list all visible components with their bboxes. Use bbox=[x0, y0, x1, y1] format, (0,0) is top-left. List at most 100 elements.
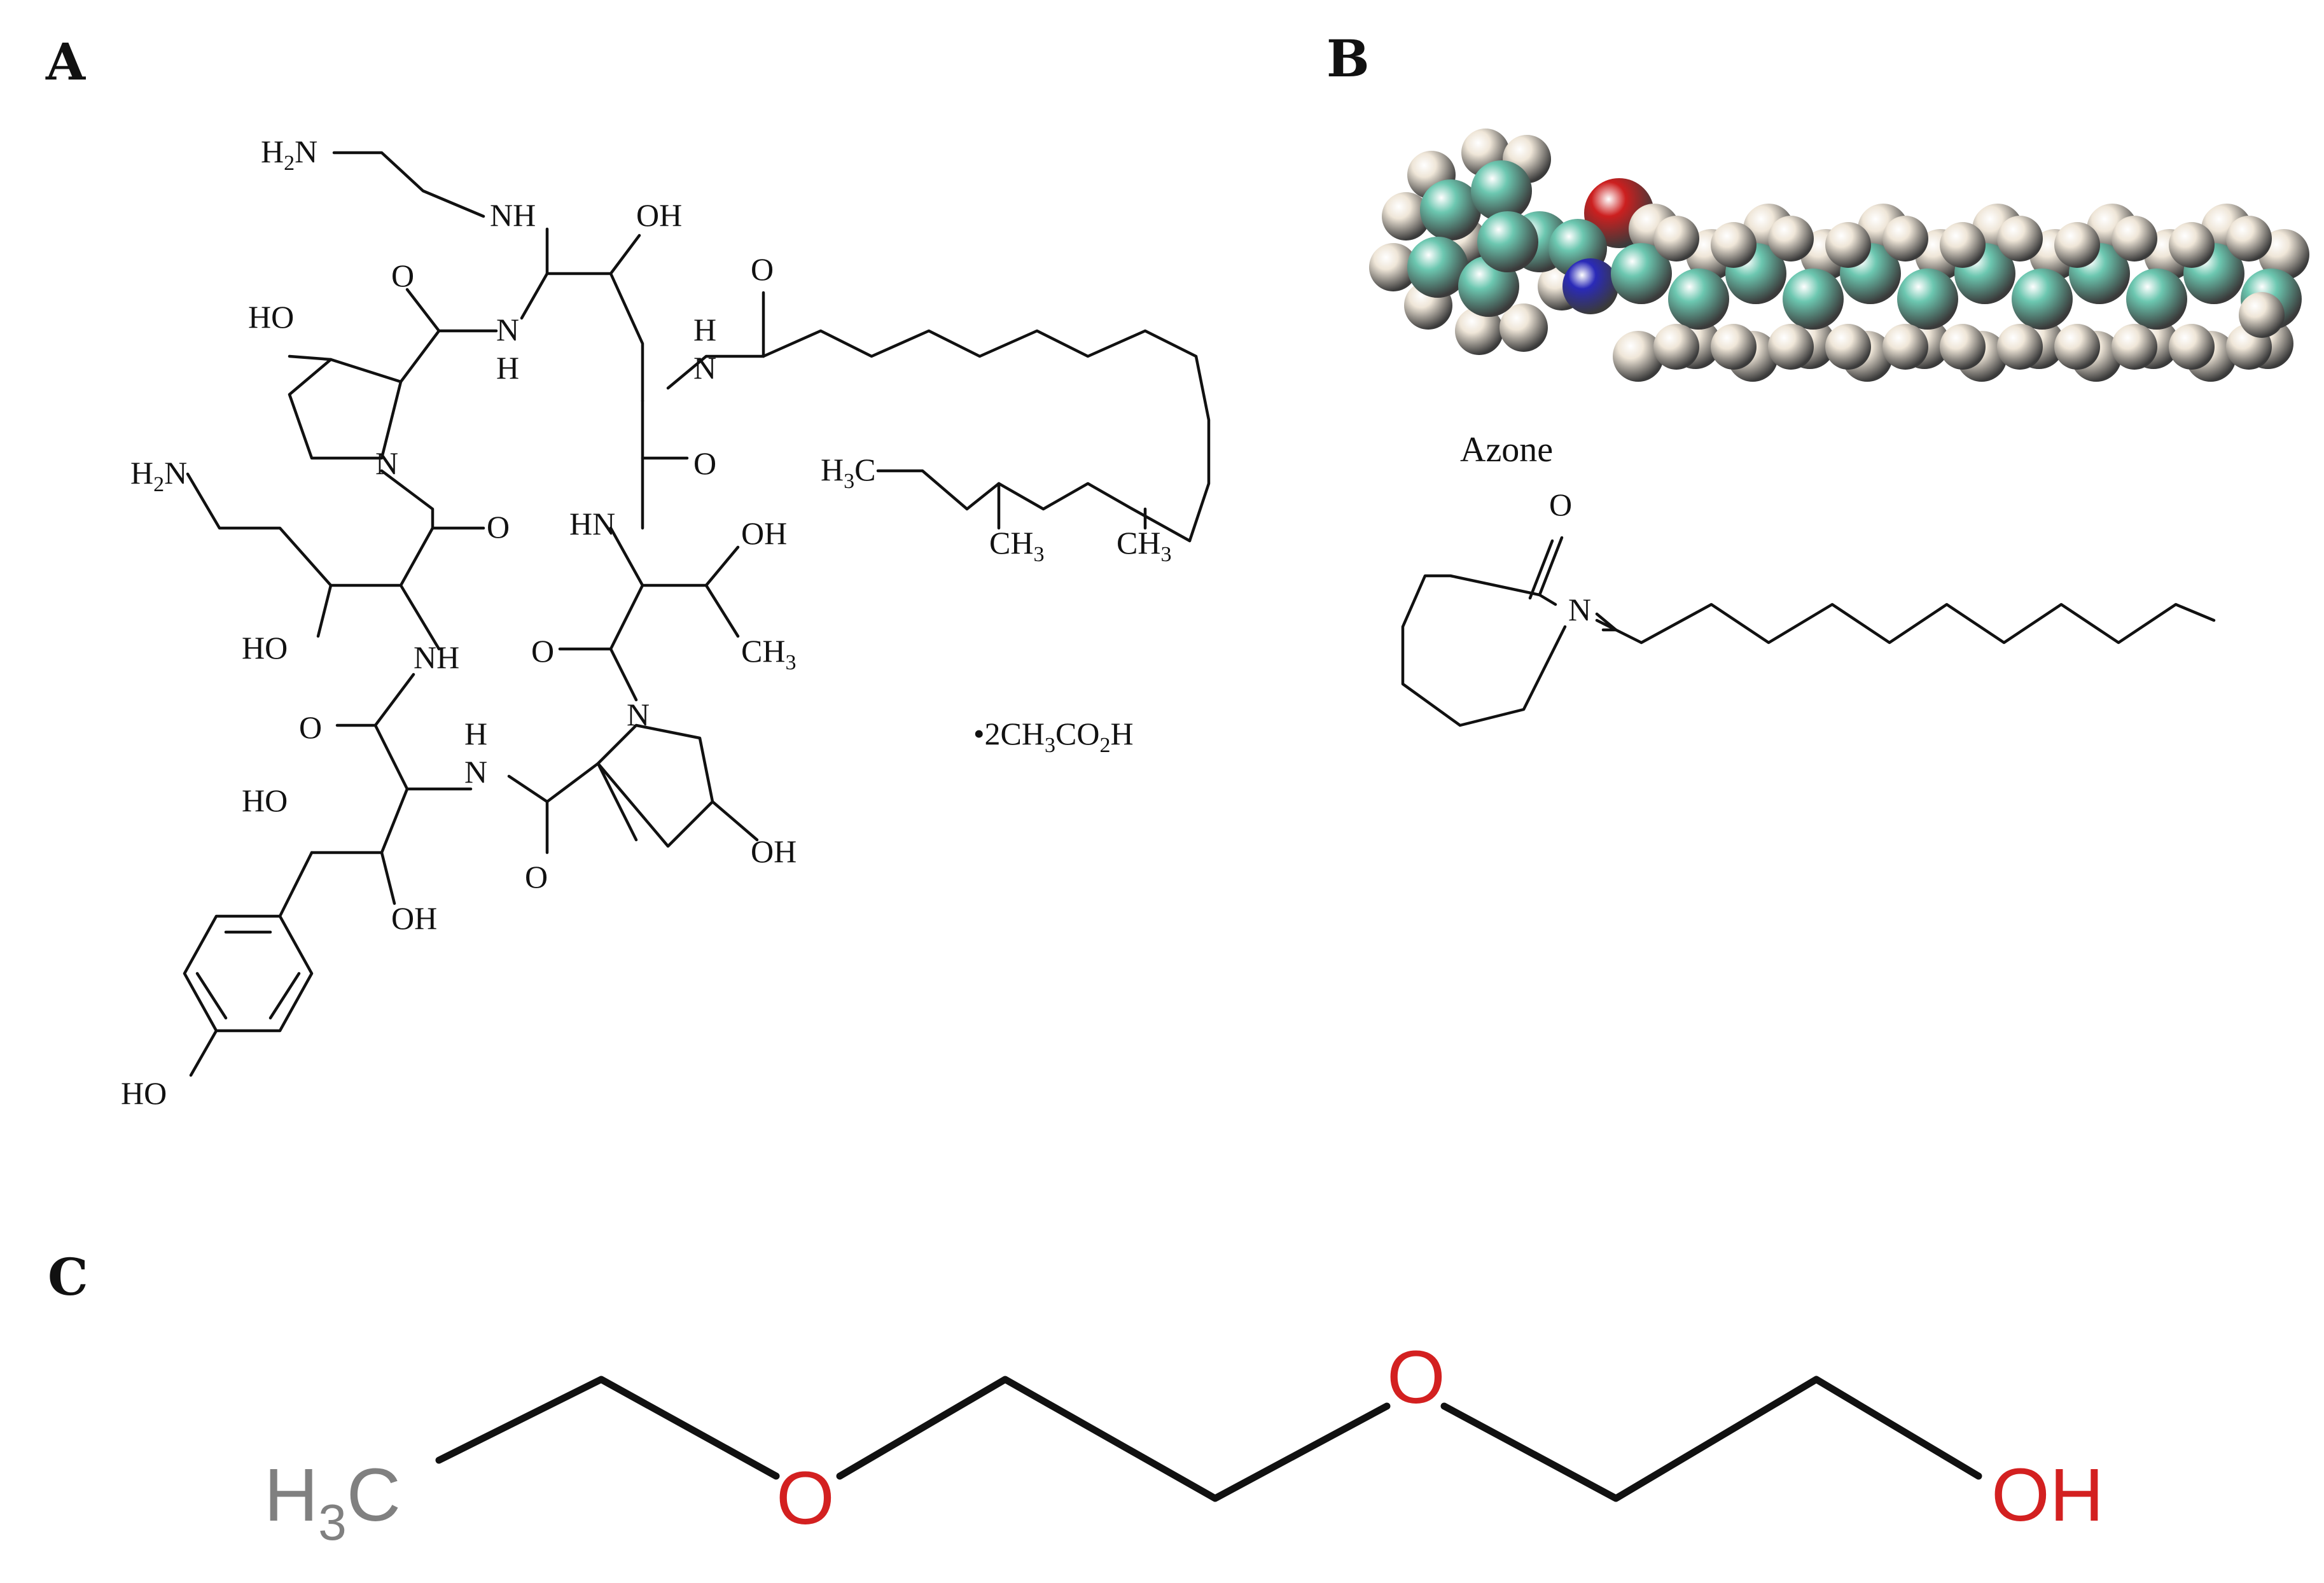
hydrogen-atom bbox=[1499, 303, 1548, 352]
bond bbox=[186, 472, 333, 587]
carbon-atom bbox=[1783, 268, 1844, 330]
bond bbox=[288, 358, 403, 460]
ch3-a-label: CH3 bbox=[989, 525, 1044, 566]
bond bbox=[1440, 1376, 1982, 1502]
acetate-salt-label: •2CH3CO2H bbox=[973, 716, 1134, 757]
carbonyl-o-4: O bbox=[531, 633, 554, 669]
carbonyl-o-6: O bbox=[525, 859, 548, 895]
bond bbox=[1401, 574, 1567, 727]
hydrogen-atom bbox=[2054, 222, 2100, 268]
oh-top-label: OH bbox=[636, 197, 682, 233]
h-amide-2: H bbox=[464, 716, 487, 751]
hydrogen-atom bbox=[1455, 307, 1503, 355]
hydrogen-atom bbox=[2112, 324, 2157, 370]
ether-o-2: O bbox=[1387, 1335, 1445, 1419]
carbonyl-o-1: O bbox=[391, 258, 414, 293]
hydrogen-atom bbox=[1997, 324, 2043, 370]
bond bbox=[836, 1376, 1391, 1502]
hydrogen-atom bbox=[2169, 324, 2215, 370]
hydrogen-atom bbox=[1882, 216, 1928, 262]
carbon-atom bbox=[2012, 268, 2073, 330]
bond bbox=[278, 851, 314, 918]
hydrogen-atom bbox=[1825, 324, 1871, 370]
n-pro2-label: N bbox=[627, 697, 650, 732]
bond bbox=[288, 354, 333, 361]
hydrogen-atom bbox=[1768, 216, 1814, 262]
bond bbox=[1538, 536, 1564, 597]
bond bbox=[641, 456, 689, 530]
panel-b: B Azone O N bbox=[1326, 29, 2309, 727]
ch3-thr-label: CH3 bbox=[741, 633, 796, 674]
bond bbox=[609, 526, 644, 587]
hydrogen-atom bbox=[1825, 222, 1871, 268]
hydroxyl-label: OH bbox=[1991, 1453, 2104, 1537]
h2n-left-label: H2N bbox=[130, 455, 187, 496]
hn-right-label: HN bbox=[569, 506, 615, 541]
caspofungin-structure bbox=[183, 151, 1211, 1077]
oh-diol-label: OH bbox=[391, 900, 437, 936]
hydrogen-atom bbox=[1711, 324, 1757, 370]
bond bbox=[545, 227, 613, 275]
hydrogen-atom bbox=[2226, 216, 2272, 262]
bond bbox=[435, 1376, 780, 1480]
panel-c-letter: C bbox=[48, 1247, 88, 1307]
o-side-amide: O bbox=[751, 251, 774, 287]
azone-caption: Azone bbox=[1460, 430, 1553, 470]
bond bbox=[609, 272, 644, 403]
bond bbox=[704, 545, 740, 638]
bond bbox=[520, 272, 549, 320]
bond bbox=[189, 1029, 218, 1077]
carbon-atom bbox=[2126, 268, 2187, 330]
panel-a: A bbox=[45, 32, 1211, 1111]
diethylene-glycol-monoethyl-ether: H3C O O OH bbox=[264, 1335, 2104, 1551]
carbonyl-o-3: O bbox=[487, 509, 510, 545]
carbon-atom bbox=[1471, 160, 1532, 221]
hydrogen-atom bbox=[2169, 222, 2215, 268]
h2n-top-label: H2N bbox=[261, 134, 317, 175]
n-amide-2: N bbox=[464, 754, 487, 790]
azone-skeletal-structure: O N bbox=[1401, 487, 2216, 727]
bond bbox=[558, 647, 638, 702]
bond bbox=[373, 723, 473, 791]
hydrogen-atom bbox=[2239, 292, 2285, 338]
hydrogen-atom bbox=[2112, 216, 2157, 262]
hydrogen-atom bbox=[1940, 324, 1986, 370]
panel-c: C H3C O O OH bbox=[48, 1247, 2104, 1551]
bond bbox=[762, 329, 1211, 543]
carbon-atom bbox=[1668, 268, 1729, 330]
hydrogen-atom bbox=[1940, 222, 1986, 268]
nh-top-label: NH bbox=[490, 197, 536, 233]
carbon-atom bbox=[1611, 243, 1672, 304]
hydrogen-atom bbox=[1382, 192, 1430, 241]
ether-o-1: O bbox=[776, 1456, 835, 1540]
carbon-atom bbox=[1477, 211, 1538, 272]
azone-n-label: N bbox=[1568, 592, 1591, 627]
h-side-amide: H bbox=[693, 312, 716, 347]
nh-mid-label: NH bbox=[414, 639, 459, 675]
bond bbox=[876, 469, 1192, 543]
bond bbox=[335, 673, 415, 727]
hydrogen-atom bbox=[1653, 216, 1699, 262]
hydrogen-atom bbox=[1997, 216, 2043, 262]
carbon-atom bbox=[1420, 179, 1481, 241]
bond bbox=[1595, 603, 2216, 645]
panel-b-letter: B bbox=[1326, 29, 1370, 88]
hydrogen-atom bbox=[1882, 324, 1928, 370]
oh-thr-label: OH bbox=[741, 515, 787, 551]
hydrogen-atom bbox=[2054, 324, 2100, 370]
panel-a-letter: A bbox=[45, 32, 86, 92]
bond bbox=[316, 583, 333, 638]
hydrogen-atom bbox=[1711, 222, 1757, 268]
bond bbox=[609, 583, 708, 651]
ho-pro-label: HO bbox=[248, 299, 294, 335]
h-amide-1: H bbox=[496, 350, 519, 386]
bond bbox=[666, 354, 765, 390]
bond bbox=[399, 583, 441, 651]
hydrogen-atom bbox=[1369, 243, 1417, 291]
carbonyl-o-2: O bbox=[693, 445, 716, 481]
bond bbox=[310, 787, 409, 854]
oh-pro2-label: OH bbox=[751, 833, 797, 869]
bond bbox=[596, 723, 714, 848]
azone-space-filling-model bbox=[1369, 129, 2309, 382]
